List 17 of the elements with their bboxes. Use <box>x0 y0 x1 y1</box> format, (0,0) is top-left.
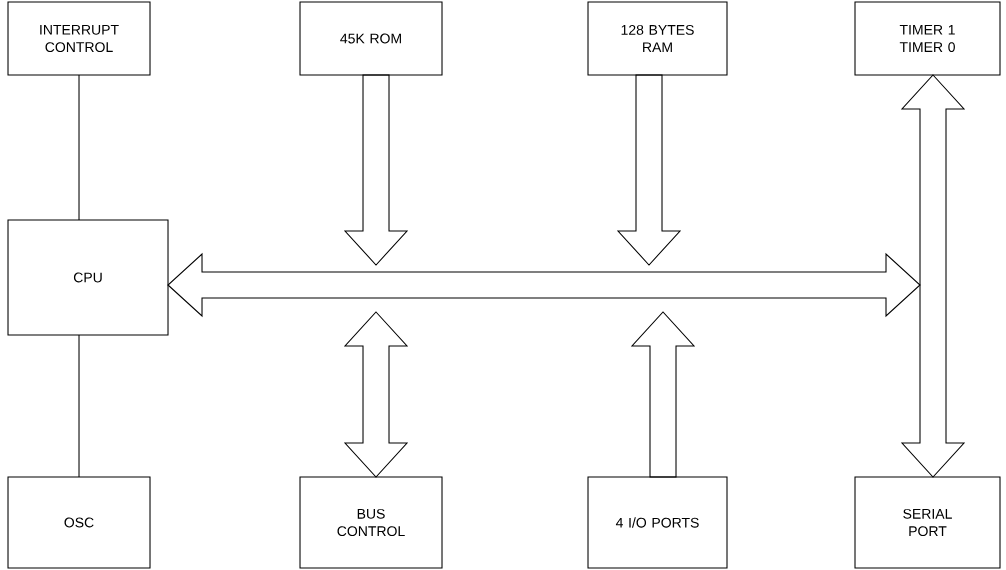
block-box: SERIAL PORT <box>854 476 1001 569</box>
block-box: INTERRUPT CONTROL <box>7 1 151 76</box>
bus-arrow <box>343 74 409 266</box>
bus-arrow <box>630 311 696 478</box>
block-box: 45K ROM <box>299 1 443 76</box>
block-box: OSC <box>7 476 151 569</box>
bus-arrow <box>343 311 409 478</box>
connector-line <box>78 334 80 478</box>
connector-line <box>78 74 80 221</box>
block-box: BUS CONTROL <box>299 476 443 569</box>
block-box: CPU <box>7 219 169 336</box>
block-box: 128 BYTES RAM <box>587 1 728 76</box>
bus-arrow <box>616 74 682 266</box>
bus-arrow <box>167 252 921 318</box>
bus-arrow <box>900 74 966 478</box>
block-box: TIMER 1 TIMER 0 <box>854 1 1001 76</box>
block-box: 4 I/O PORTS <box>587 476 728 569</box>
